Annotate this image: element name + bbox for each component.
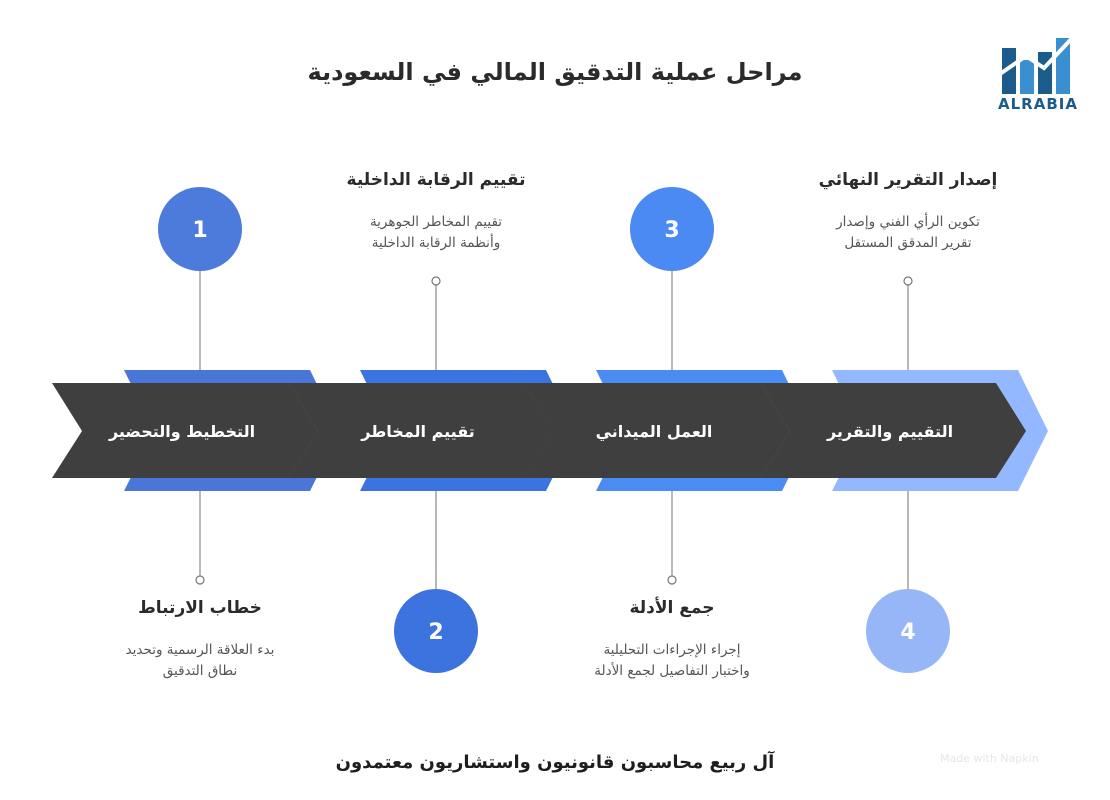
- step-circle-3: [630, 187, 714, 271]
- logo-icon: [998, 32, 1078, 94]
- step-description-line: تقييم المخاطر الجوهرية: [369, 214, 503, 230]
- step-description-line: بدء العلاقة الرسمية وتحديد: [125, 642, 275, 658]
- connector-dot: [431, 276, 441, 286]
- step-number: 2: [428, 620, 443, 645]
- stage-arrow-4: [760, 383, 1026, 478]
- stage-label-3: العمل الميداني: [596, 422, 713, 442]
- step-description-line: واختبار التفاصيل لجمع الأدلة: [594, 663, 750, 679]
- step-heading-2: تقييم الرقابة الداخلية: [346, 170, 526, 190]
- step-description-line: تقرير المدقق المستقل: [844, 235, 972, 251]
- step-heading-1: خطاب الارتباط: [138, 598, 262, 618]
- step-number: 4: [900, 620, 915, 645]
- step-description-line: تكوين الرأي الفني وإصدار: [836, 214, 980, 230]
- step-circle-2: [394, 589, 478, 673]
- step-description-line: وأنظمة الرقابة الداخلية: [371, 235, 501, 251]
- step-number: 1: [192, 218, 207, 243]
- stage-arrow-1: [52, 383, 318, 478]
- connector-dot: [667, 575, 677, 585]
- step-circle-1: [158, 187, 242, 271]
- stage-label-4: التقييم والتقرير: [826, 422, 953, 441]
- watermark: Made with Napkin: [940, 752, 1039, 765]
- logo-text: ALRABIA: [998, 95, 1078, 113]
- stage-label-2: تقييم المخاطر: [360, 422, 474, 441]
- stage-arrow-3: [524, 383, 790, 478]
- step-description-line: نطاق التدقيق: [162, 663, 238, 679]
- footer-text: آل ربيع محاسبون قانونيون واستشاريون معتم…: [335, 752, 775, 773]
- stage-arrow-2: [288, 383, 554, 478]
- step-number: 3: [664, 218, 679, 243]
- stage-label-1: التخطيط والتحضير: [108, 422, 255, 441]
- step-heading-3: جمع الأدلة: [629, 598, 715, 618]
- connector-dot: [195, 575, 205, 585]
- page-title: مراحل عملية التدقيق المالي في السعودية: [307, 58, 803, 86]
- connector-dot: [903, 276, 913, 286]
- step-heading-4: إصدار التقرير النهائي: [818, 170, 998, 190]
- step-description-line: إجراء الإجراءات التحليلية: [603, 642, 741, 658]
- step-circle-4: [866, 589, 950, 673]
